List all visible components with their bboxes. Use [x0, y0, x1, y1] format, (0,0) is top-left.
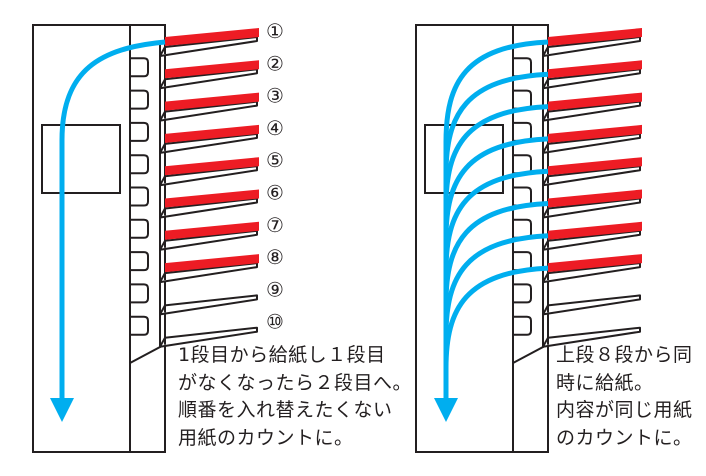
left-tray-shelf: [159, 132, 258, 154]
left-tray-shelf: [159, 326, 258, 348]
left-tray-shelf: [159, 197, 258, 219]
right-feed-path: [443, 233, 549, 400]
left-tray: [130, 283, 258, 316]
right-tray-slot: [513, 283, 532, 304]
left-tray-slot: [130, 57, 149, 78]
left-feed-path: [59, 39, 166, 400]
left-arrow-head-icon: [50, 398, 74, 422]
right-tray: [513, 283, 641, 316]
left-tray-shelf: [159, 294, 258, 316]
left-paper-stack: [165, 92, 259, 111]
tray-number-label: ④: [266, 118, 284, 140]
left-tray-slot: [130, 315, 149, 336]
right-paper-stack: [548, 189, 642, 208]
right-paper-stack: [548, 92, 642, 111]
right-caption-line: 上段８段から同: [556, 344, 693, 366]
right-tray: [513, 154, 642, 187]
right-feed-path: [443, 104, 549, 400]
right-tray: [513, 57, 642, 90]
left-tray: [130, 186, 259, 219]
tray-number-label: ③: [266, 86, 284, 108]
left-tray-slot: [130, 121, 149, 142]
tray-number-label: ⑦: [266, 215, 284, 237]
tray-number-label: ①: [266, 21, 284, 43]
left-tray-slot: [130, 251, 149, 272]
right-paper-stack: [548, 254, 642, 273]
left-tray-shelf: [159, 68, 258, 90]
left-tray-slot: [130, 283, 149, 304]
left-caption-line: がなくなったら２段目へ。: [178, 371, 413, 394]
right-tray: [542, 28, 642, 57]
right-tray: [513, 315, 641, 348]
left-tray: [130, 251, 259, 284]
right-feed-path: [443, 136, 549, 400]
right-feed-path: [443, 201, 549, 400]
right-arrow-head-icon: [434, 398, 458, 422]
left-caption-line: 用紙のカウントに。: [178, 426, 354, 449]
right-tray-shelf: [542, 36, 641, 57]
right-tray-shelf: [542, 262, 641, 284]
left-tray-shelf: [159, 36, 258, 57]
left-tray: [130, 57, 259, 90]
left-tray: [130, 218, 259, 251]
left-tray-slot: [130, 89, 149, 110]
left-caption-line: 順番を入れ替えたくない: [178, 399, 393, 421]
right-paper-stack: [548, 157, 642, 176]
right-caption-line: 時に給紙。: [556, 371, 654, 394]
right-tray-shelf: [542, 294, 641, 316]
left-caption-line: 1段目から給紙し１段目: [178, 344, 386, 366]
left-paper-stack: [165, 28, 259, 46]
tray-number-label: ⑤: [266, 150, 284, 172]
right-tray-slot: [513, 315, 532, 336]
tray-number-label: ⑧: [266, 247, 284, 269]
left-tray-shelf: [159, 262, 258, 284]
left-tray: [130, 121, 259, 154]
right-tray: [513, 251, 642, 284]
left-sorter: [32, 24, 259, 453]
left-paper-stack: [165, 124, 259, 143]
right-tray: [513, 121, 642, 154]
left-tray: [159, 28, 259, 57]
right-paper-stack: [548, 124, 642, 143]
right-feed-path: [443, 39, 549, 400]
left-tray-slot: [130, 218, 149, 239]
left-tray: [130, 315, 258, 348]
left-control-panel: [41, 124, 121, 194]
tray-number-label: ⑨: [266, 279, 284, 301]
tray-number-label: ⑩: [266, 312, 284, 334]
left-paper-stack: [165, 254, 259, 273]
right-tray-shelf: [542, 229, 641, 251]
right-paper-stack: [548, 60, 642, 79]
right-paper-stack: [548, 28, 642, 46]
left-tray-shelf: [159, 165, 258, 187]
left-paper-stack: [165, 189, 259, 208]
right-control-panel: [424, 124, 504, 194]
right-caption-line: のカウントに。: [556, 426, 693, 449]
left-tray: [130, 89, 259, 122]
right-tray-shelf: [542, 68, 641, 90]
right-feed-path: [443, 168, 549, 400]
left-tray-shelf: [159, 100, 258, 122]
right-tray-shelf: [542, 197, 641, 219]
left-caption: 1段目から給紙し１段目 がなくなったら２段目へ。 順番を入れ替えたくない 用紙の…: [178, 342, 412, 452]
left-tray-shelf: [159, 229, 258, 251]
left-paper-stack: [165, 157, 259, 176]
right-tray-shelf: [542, 165, 641, 187]
left-paper-stack: [165, 221, 259, 240]
tray-number-label: ⑥: [266, 183, 284, 205]
right-feed-path: [443, 71, 549, 400]
right-tray: [513, 186, 642, 219]
tray-number-label: ②: [266, 53, 284, 75]
left-tray: [130, 154, 259, 187]
left-paper-stack: [165, 60, 259, 79]
right-tray-shelf: [542, 326, 641, 348]
right-tray-shelf: [542, 132, 641, 154]
right-feed-path: [443, 265, 549, 400]
right-caption-line: 内容が同じ用紙: [556, 399, 693, 421]
left-tray-slot: [130, 186, 149, 207]
left-tray-slot: [130, 154, 149, 175]
right-caption: 上段８段から同 時に給紙。 内容が同じ用紙 のカウントに。: [556, 342, 693, 452]
right-paper-stack: [548, 221, 642, 240]
right-tray-shelf: [542, 100, 641, 122]
